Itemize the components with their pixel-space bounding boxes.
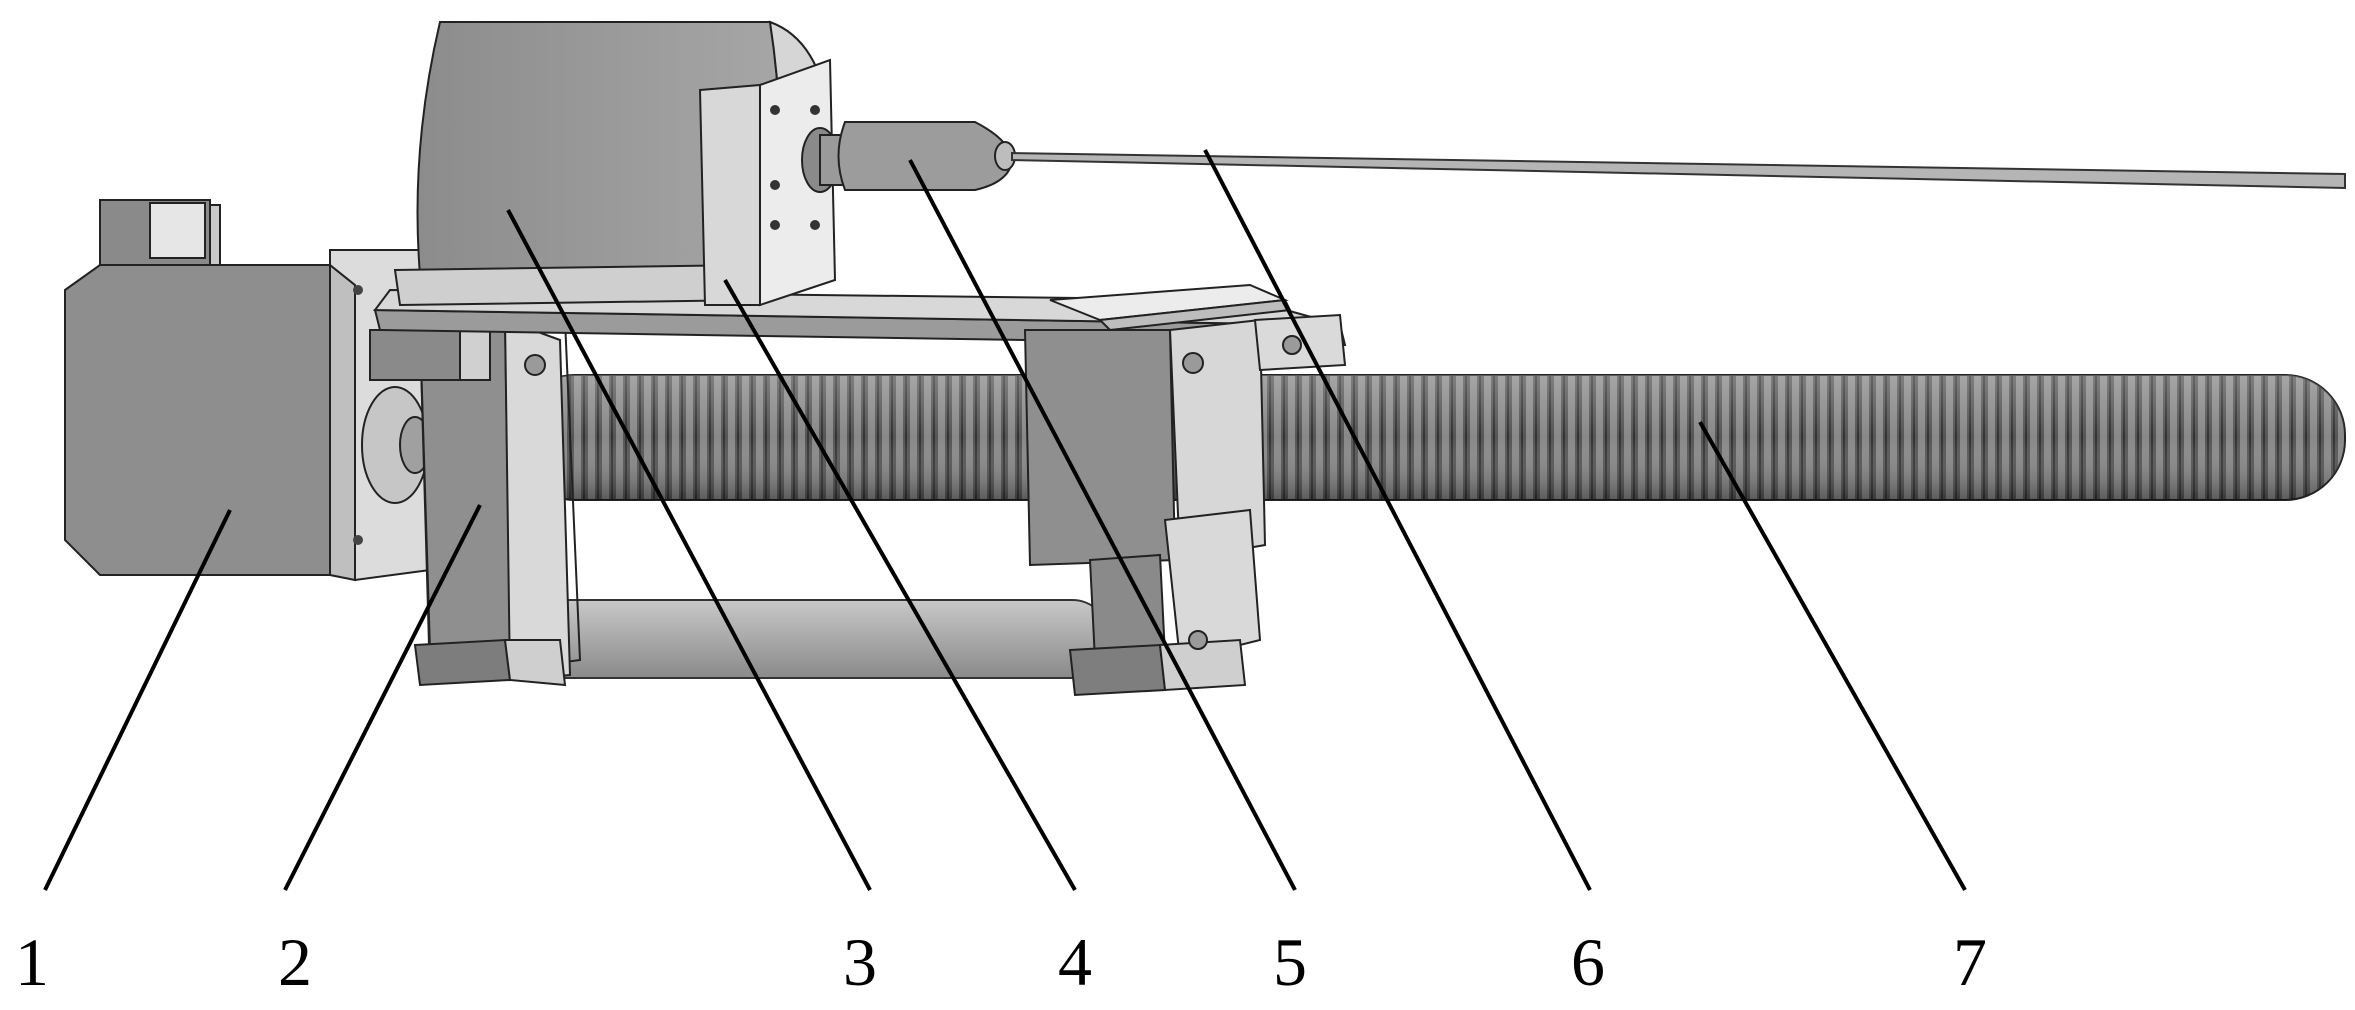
callout-label-3: 3 xyxy=(843,924,877,1000)
motor-mount-bracket xyxy=(369,318,582,687)
leader-line-4 xyxy=(723,279,1077,891)
leader-line-2 xyxy=(283,504,482,891)
spindle-motor xyxy=(393,20,839,307)
guide-rod xyxy=(519,599,1111,679)
callout-label-6: 6 xyxy=(1571,924,1605,1000)
callout-label-7: 7 xyxy=(1953,924,1987,1000)
leader-line-6 xyxy=(1203,149,1592,891)
callout-label-1: 1 xyxy=(15,924,49,1000)
callout-label-4: 4 xyxy=(1058,924,1092,1000)
callout-label-5: 5 xyxy=(1273,924,1307,1000)
leader-line-5 xyxy=(908,159,1297,891)
lead-screw xyxy=(514,374,2346,501)
leader-line-3 xyxy=(506,209,872,891)
leader-line-7 xyxy=(1698,421,1967,891)
carriage-block xyxy=(1023,313,1347,697)
callout-label-2: 2 xyxy=(278,924,312,1000)
leader-line-1 xyxy=(43,509,232,891)
tool-chuck xyxy=(819,121,1016,191)
stepper-motor xyxy=(64,199,432,582)
needle xyxy=(1011,151,2346,190)
callout-labels: 1 2 3 4 5 6 7 xyxy=(15,924,1987,1000)
leader-lines xyxy=(43,149,1967,891)
